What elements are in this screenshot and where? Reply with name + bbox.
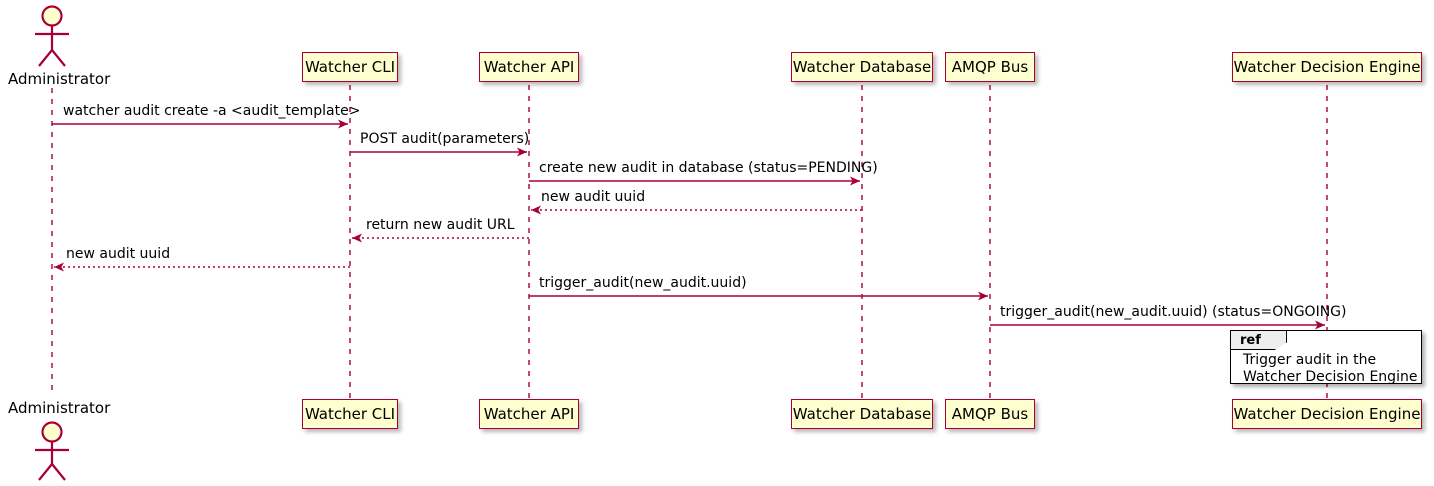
actor-head-icon [41,421,63,443]
message-label-5: return new audit URL [366,217,515,233]
actor-leg-left [38,463,53,481]
participant-box-watcher-cli-bottom[interactable]: Watcher CLI [302,399,398,429]
message-label-6: new audit uuid [66,246,171,262]
participant-label: Watcher Decision Engine [1233,57,1421,76]
actor-leg-left [38,49,53,67]
ref-fragment[interactable]: ref Trigger audit in the Watcher Decisio… [1230,330,1422,386]
participant-label: Watcher CLI [304,57,396,76]
participant-label: Watcher Decision Engine [1233,404,1421,423]
ref-fragment-text: Trigger audit in the Watcher Decision En… [1243,352,1417,386]
participant-box-watcher-decision-engine-top[interactable]: Watcher Decision Engine [1232,52,1422,82]
actor-administrator-bottom [35,421,69,481]
participant-label: Watcher Database [792,57,932,76]
actor-label-administrator-bottom: Administrator [8,399,111,417]
participant-box-watcher-cli-top[interactable]: Watcher CLI [302,52,398,82]
actor-administrator-top [35,5,69,67]
participant-box-watcher-api-bottom[interactable]: Watcher API [479,399,579,429]
message-label-3: create new audit in database (status=PEN… [539,160,878,176]
participant-box-watcher-database-top[interactable]: Watcher Database [791,52,933,82]
lifelines [51,85,1328,399]
ref-fragment-line-1: Trigger audit in the [1243,352,1377,368]
actor-leg-right [51,49,66,67]
ref-tab-label: ref [1231,331,1287,350]
participant-box-watcher-api-top[interactable]: Watcher API [479,52,579,82]
message-label-4: new audit uuid [541,189,646,205]
participant-label: Watcher CLI [304,404,396,423]
ref-fragment-line-2: Watcher Decision Engine [1243,369,1418,385]
actor-label-administrator-top: Administrator [8,70,111,88]
message-label-8: trigger_audit(new_audit.uuid) (status=ON… [1000,304,1347,320]
participant-label: AMQP Bus [951,57,1029,76]
participant-box-amqp-bus-top[interactable]: AMQP Bus [945,52,1035,82]
message-label-1: watcher audit create -a <audit_template> [63,103,361,119]
actor-leg-right [51,463,66,481]
participant-label: AMQP Bus [951,404,1029,423]
participant-label: Watcher Database [792,404,932,423]
message-label-7: trigger_audit(new_audit.uuid) [539,275,747,291]
participant-label: Watcher API [483,57,575,76]
participant-box-amqp-bus-bottom[interactable]: AMQP Bus [945,399,1035,429]
participant-box-watcher-decision-engine-bottom[interactable]: Watcher Decision Engine [1232,399,1422,429]
participant-box-watcher-database-bottom[interactable]: Watcher Database [791,399,933,429]
message-arrows [52,119,1325,330]
message-label-2: POST audit(parameters) [360,131,530,147]
actor-head-icon [41,5,63,27]
participant-label: Watcher API [483,404,575,423]
